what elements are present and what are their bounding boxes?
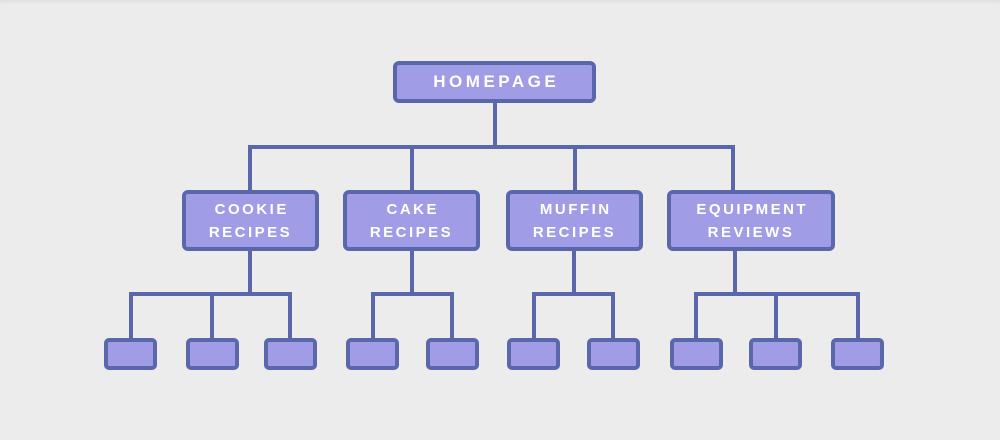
page-node	[186, 338, 239, 370]
node-equipment-reviews: EQUIPMENT REVIEWS	[667, 190, 835, 251]
node-equipment-reviews-label: EQUIPMENT REVIEWS	[696, 200, 809, 241]
page-node	[507, 338, 560, 370]
page-node	[426, 338, 479, 370]
node-homepage: HOMEPAGE	[393, 61, 596, 103]
page-node	[749, 338, 802, 370]
node-homepage-label: HOMEPAGE	[433, 72, 560, 91]
node-cake-recipes: CAKE RECIPES	[343, 190, 480, 251]
node-cookie-recipes-label: COOKIE RECIPES	[208, 200, 293, 241]
page-node	[831, 338, 884, 370]
page-node	[670, 338, 723, 370]
page-node	[264, 338, 317, 370]
node-muffin-recipes: MUFFIN RECIPES	[506, 190, 643, 251]
page-node	[104, 338, 157, 370]
node-cake-recipes-label: CAKE RECIPES	[369, 200, 454, 241]
page-node	[346, 338, 399, 370]
page-node	[587, 338, 640, 370]
node-muffin-recipes-label: MUFFIN RECIPES	[532, 200, 617, 241]
node-cookie-recipes: COOKIE RECIPES	[182, 190, 319, 251]
